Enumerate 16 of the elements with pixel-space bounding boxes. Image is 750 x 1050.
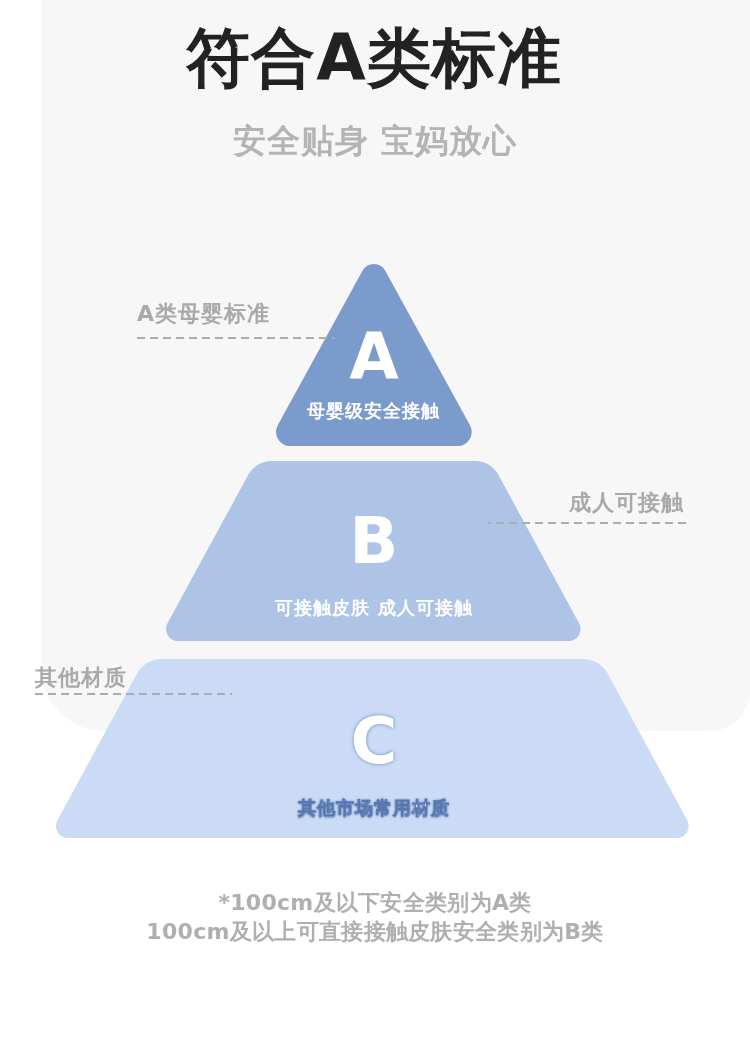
title: 符合A类标准 [186, 26, 562, 90]
side-label: 成人可接触 [569, 492, 684, 514]
footnote: *100cm及以下安全类别为A类 [218, 892, 532, 914]
side-label: 其他材质 [35, 667, 127, 689]
tier-caption: 母婴级安全接触 [307, 402, 441, 420]
leader-line [34, 693, 233, 695]
pyramid-tier [275, 264, 472, 446]
footnote: 100cm及以上可直接接触皮肤安全类别为B类 [146, 921, 604, 943]
tier-caption: 其他市场常用材质 [298, 799, 450, 817]
tier-caption: 可接触皮肤 成人可接触 [275, 599, 473, 617]
side-label: A类母婴标准 [137, 303, 271, 325]
leader-line [136, 337, 336, 339]
tier-letter: B [349, 509, 399, 573]
leader-line [487, 522, 687, 524]
subtitle: 安全贴身 宝妈放心 [232, 123, 518, 157]
tier-letter: A [349, 325, 399, 389]
